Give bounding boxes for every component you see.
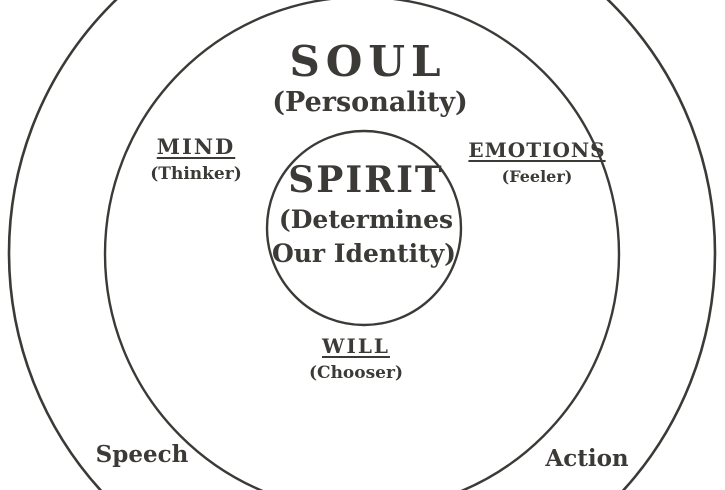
will-title: WILL bbox=[322, 334, 390, 358]
soul-subtitle: (Personality) bbox=[272, 87, 468, 118]
spirit-title: SPIRIT bbox=[288, 159, 444, 201]
emotions-subtitle: (Feeler) bbox=[501, 167, 573, 186]
outer-circle bbox=[7, 0, 717, 490]
will-subtitle: (Chooser) bbox=[309, 363, 403, 383]
spirit-circle bbox=[265, 129, 463, 327]
action-label: Action bbox=[545, 445, 629, 472]
mind-subtitle: (Thinker) bbox=[150, 164, 242, 184]
spirit-description-line2: Our Identity) bbox=[271, 239, 457, 268]
speech-label: Speech bbox=[95, 441, 189, 468]
mind-title: MIND bbox=[156, 134, 236, 159]
spirit-description-line1: (Determines bbox=[278, 205, 454, 234]
soul-circle bbox=[103, 0, 621, 490]
emotions-title: EMOTIONS bbox=[468, 138, 606, 162]
soul-title: SOUL bbox=[289, 37, 447, 86]
